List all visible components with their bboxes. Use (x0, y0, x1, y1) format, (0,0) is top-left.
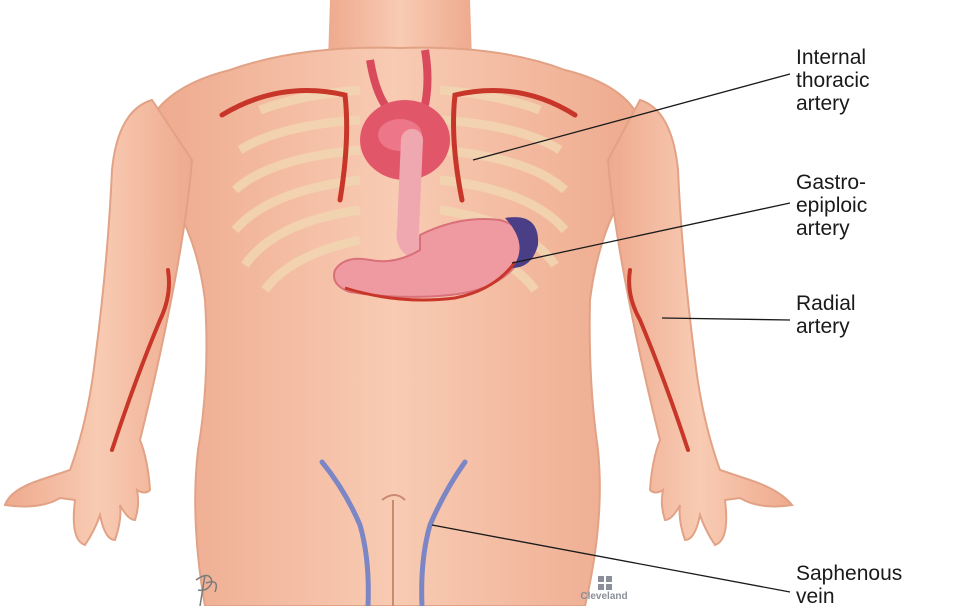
label-radial-artery: Radial artery (796, 292, 856, 338)
logo-text: Cleveland (574, 591, 634, 602)
label-saphenous-vein: Saphenous vein (796, 562, 902, 608)
esophagus (408, 140, 421, 250)
cleveland-logo: Cleveland (574, 575, 634, 602)
label-internal-thoracic-artery: Internal thoracic artery (796, 46, 870, 115)
label-gastroepiploic-artery: Gastro- epiploic artery (796, 171, 867, 240)
body-silhouette (5, 0, 792, 606)
